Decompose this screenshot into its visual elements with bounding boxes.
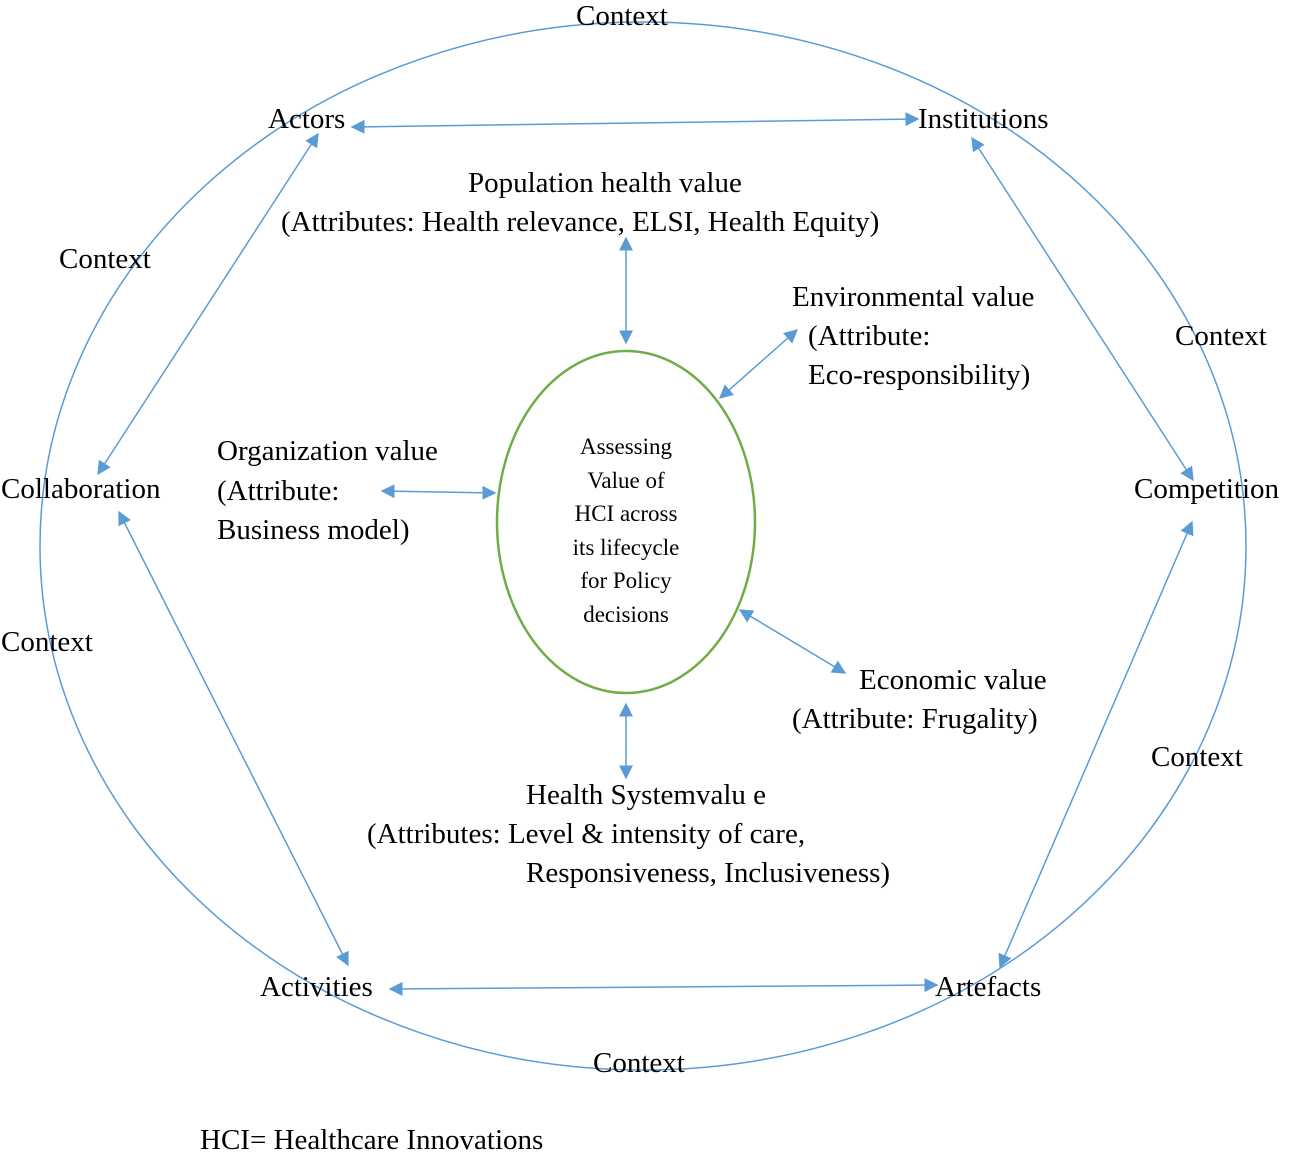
center-line-4: its lifecycle	[572, 534, 680, 560]
healthsystem-value-attr-1: (Attributes: Level & intensity of care,	[367, 818, 806, 850]
center-line-3: HCI across	[574, 501, 678, 526]
center-line-6: decisions	[583, 601, 669, 627]
context-label-lower-right: Context	[1151, 741, 1243, 773]
center-line-1: Assessing	[579, 434, 672, 459]
node-institutions: Institutions	[918, 103, 1049, 135]
arrow-activities-artefacts	[388, 978, 939, 996]
economic-value-title: Economic value	[859, 664, 1047, 696]
organization-value-attr-2: Business model)	[217, 514, 410, 546]
center-ellipse	[495, 349, 757, 695]
arrow-environmental-center	[718, 329, 799, 399]
environmental-value-attr-2: Eco-responsibility)	[808, 359, 1031, 391]
node-collaboration: Collaboration	[1, 473, 161, 505]
context-label-upper-left: Context	[59, 243, 151, 275]
center-line-2: Value of	[587, 467, 665, 493]
node-activities: Activities	[260, 971, 373, 1003]
arrow-organization-center	[380, 484, 497, 500]
arrow-actors-collaboration	[97, 132, 319, 476]
arrow-actors-institutions	[350, 112, 920, 134]
node-actors: Actors	[268, 103, 346, 135]
economic-value-attributes: (Attribute: Frugality)	[792, 703, 1038, 735]
node-competition: Competition	[1134, 473, 1279, 505]
population-value-title: Population health value	[468, 167, 742, 199]
arrow-competition-artefacts	[998, 520, 1194, 969]
healthsystem-value-title: Health Systemvalu e	[526, 779, 767, 811]
environmental-value-title: Environmental value	[792, 281, 1035, 313]
context-label-bottom: Context	[593, 1047, 685, 1079]
arrow-economic-center	[738, 609, 847, 674]
node-artefacts: Artefacts	[935, 971, 1042, 1003]
center-label: Assessing Value of HCI across its lifecy…	[526, 430, 726, 631]
arrow-collaboration-activities	[118, 510, 349, 967]
context-boundary-ellipse	[39, 21, 1247, 1071]
context-label-lower-left: Context	[1, 626, 93, 658]
healthsystem-value-attr-2: Responsiveness, Inclusiveness)	[526, 857, 891, 889]
arrow-institutions-competition	[971, 136, 1194, 482]
environmental-value-attr-1: (Attribute:	[808, 320, 931, 352]
context-label-upper-right: Context	[1175, 320, 1267, 352]
context-label-top: Context	[576, 0, 668, 32]
organization-value-attr-1: (Attribute:	[217, 475, 340, 507]
population-value-attributes: (Attributes: Health relevance, ELSI, Hea…	[281, 206, 880, 238]
center-line-5: for Policy	[580, 568, 672, 593]
organization-value-title: Organization value	[217, 435, 438, 467]
footnote: HCI= Healthcare Innovations	[200, 1124, 544, 1156]
